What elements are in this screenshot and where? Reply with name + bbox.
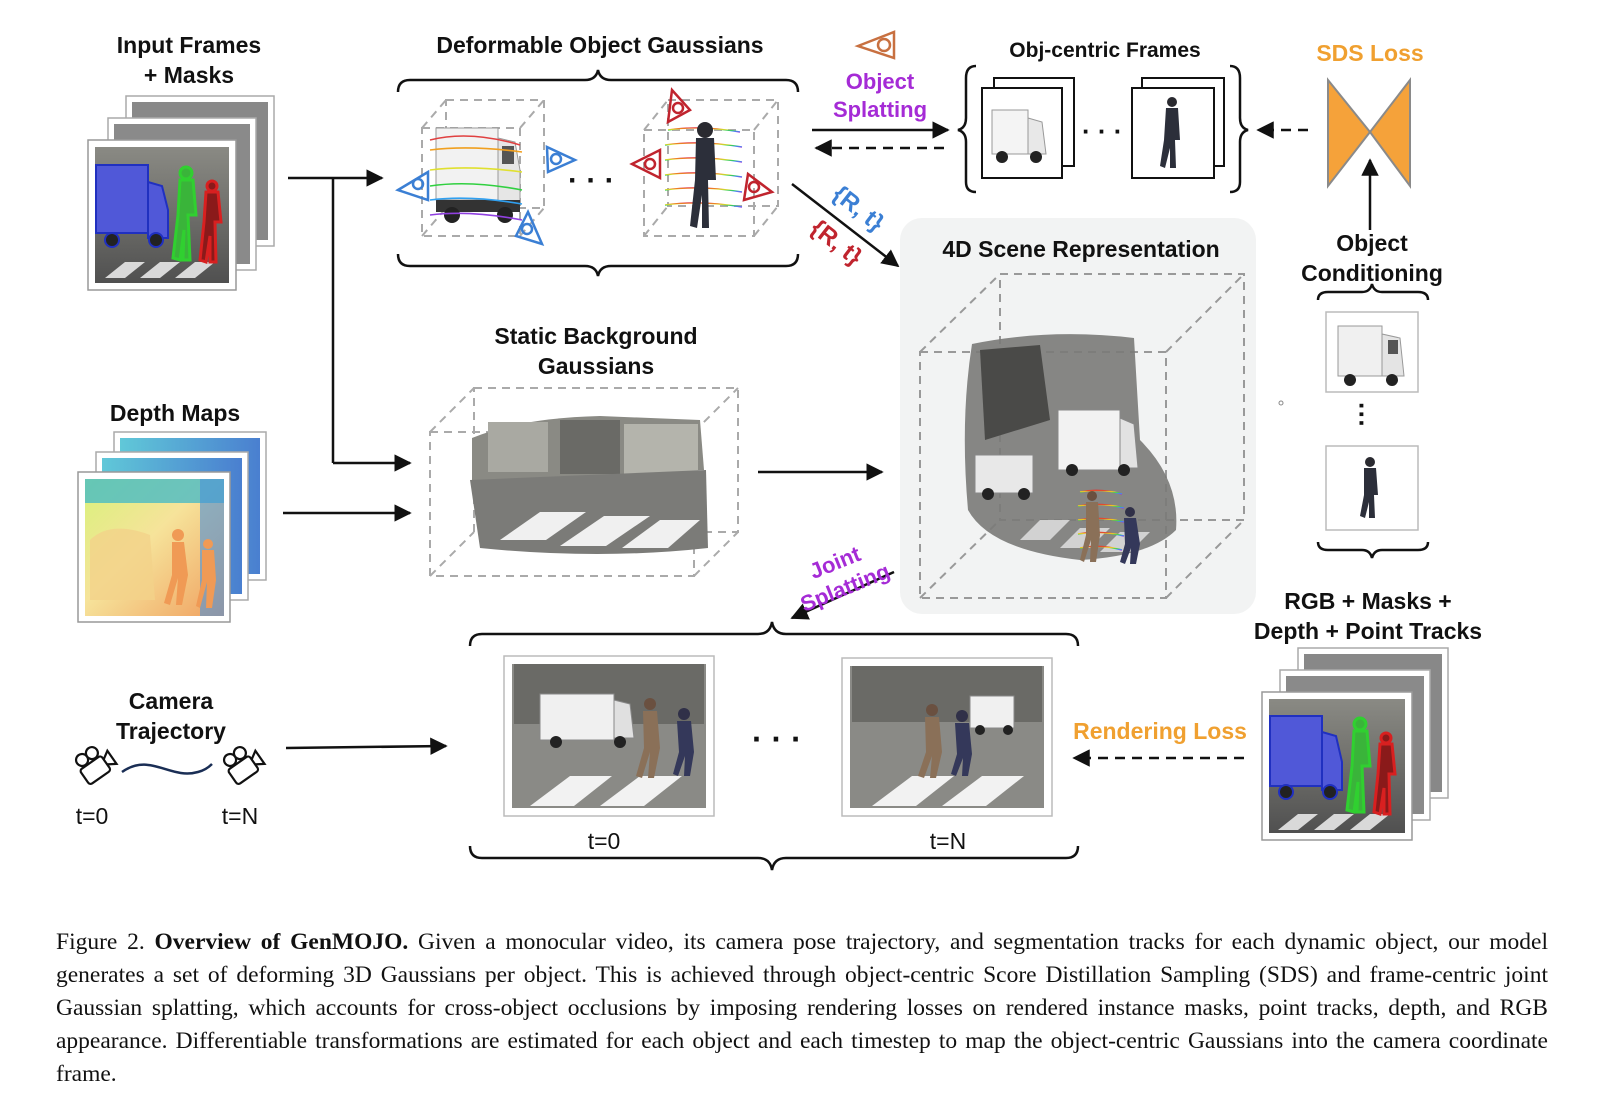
- label-obj-centric-frames: Obj-centric Frames: [1009, 39, 1201, 62]
- obj-centric-braces: [957, 64, 1249, 194]
- person-image: [664, 122, 743, 228]
- hourglass-decoder-icon: [1327, 77, 1411, 190]
- stray-dot: [1278, 400, 1284, 406]
- eye-icon: [545, 145, 579, 174]
- rgb-masks-stack: [1261, 647, 1449, 841]
- label-object-conditioning: Object Conditioning: [1301, 230, 1443, 286]
- eye-icon: [629, 147, 662, 181]
- label-input-frames: Input Frames + Masks: [116, 32, 262, 88]
- render-braces: [468, 621, 1080, 871]
- person-frame-stack: [1131, 77, 1225, 179]
- conditioning-truck-image: [1325, 311, 1419, 393]
- label-depth-maps: Depth Maps: [109, 400, 241, 426]
- label-rendering-loss: Rendering Loss: [1073, 718, 1247, 744]
- render-frame-tN: [841, 657, 1053, 817]
- joint-splatting-arrow: [790, 570, 895, 620]
- input-frames-stack: [87, 95, 275, 291]
- eye-icon: [854, 30, 896, 60]
- caption-title: Overview of GenMOJO.: [154, 929, 409, 955]
- depth-maps-stack: [77, 431, 267, 623]
- conditioning-person-image: [1325, 445, 1419, 531]
- truck-image: [429, 127, 523, 223]
- person-gaussian-cube: [643, 99, 779, 237]
- label-render-t0: t=0: [587, 828, 621, 854]
- label-cam-t0: t=0: [75, 803, 109, 829]
- truck-frame-stack: [981, 77, 1075, 179]
- object-splatting-arrows: [812, 121, 950, 157]
- static-bg-image: [470, 416, 708, 554]
- input-arrows: [283, 169, 884, 755]
- label-object-splatting: Object Splatting: [832, 69, 928, 122]
- eye-icon: [742, 171, 775, 202]
- label-deformable-gaussians: Deformable Object Gaussians: [436, 32, 764, 58]
- rt-arrow: [791, 183, 900, 268]
- person-mask-green: [171, 165, 198, 262]
- scene-4d-image: [964, 334, 1177, 564]
- conditioning-brace: [1316, 283, 1430, 559]
- person-mask-red: [198, 179, 223, 264]
- conditioning-dots: ···: [1347, 402, 1377, 428]
- deformable-dots: · · ·: [568, 164, 615, 197]
- eye-icon: [395, 169, 430, 202]
- eye-icon: [514, 209, 545, 246]
- label-render-tN: t=N: [929, 828, 967, 854]
- label-camera-trajectory: Camera Trajectory: [116, 688, 226, 744]
- pipeline-diagram: · · ·: [74, 30, 1449, 871]
- render-frame-t0: [503, 655, 715, 817]
- label-cam-tN: t=N: [221, 803, 259, 829]
- camera-icon: [74, 745, 119, 785]
- label-static-background: Static Background Gaussians: [494, 323, 698, 379]
- camera-icon: [222, 745, 267, 785]
- label-rgb-masks: RGB + Masks + Depth + Point Tracks: [1253, 588, 1483, 644]
- obj-centric-dots: · · ·: [1082, 116, 1122, 146]
- eye-icon: [666, 87, 692, 125]
- caption-body: Given a monocular video, its camera pose…: [56, 929, 1548, 1087]
- render-dots: · · ·: [752, 721, 802, 757]
- camera-trajectory-curve: [121, 763, 213, 775]
- label-4d-scene: 4D Scene Representation: [942, 236, 1220, 262]
- caption-figure-label: Figure 2.: [56, 929, 145, 955]
- figure-caption: Figure 2. Overview of GenMOJO. Given a m…: [56, 926, 1548, 1091]
- label-sds-loss: SDS Loss: [1316, 40, 1424, 66]
- truck-mask: [95, 164, 169, 248]
- deformable-brace-top: [396, 69, 800, 277]
